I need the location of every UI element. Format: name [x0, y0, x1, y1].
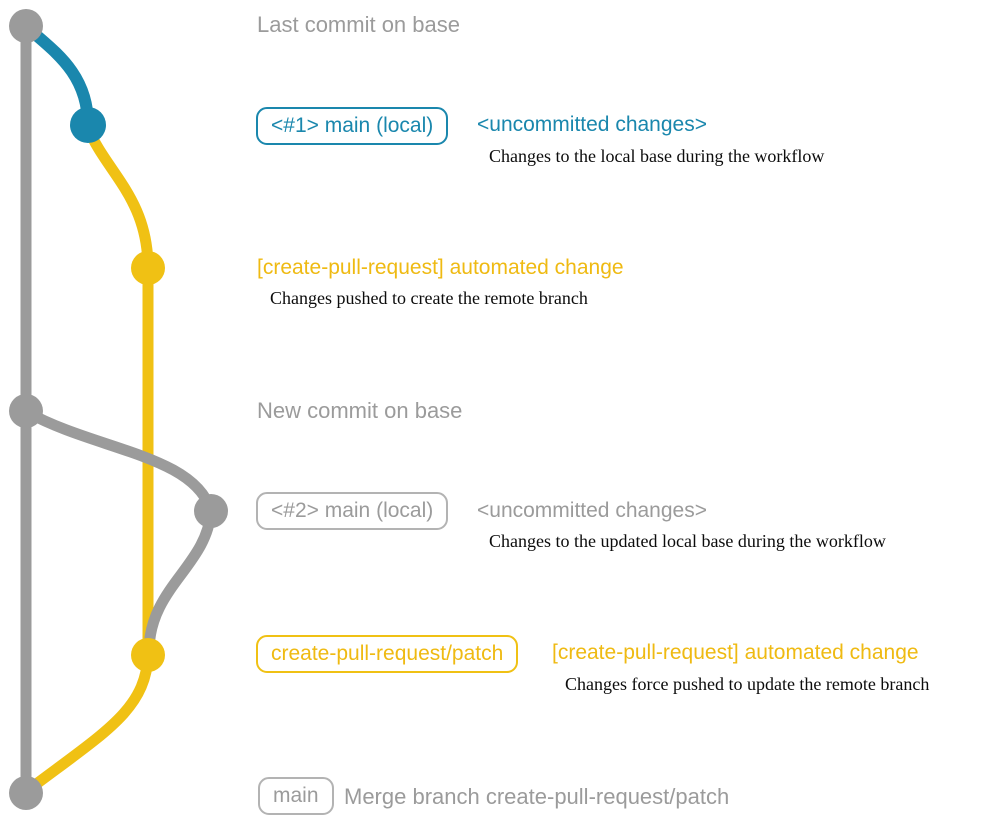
- branch-badge-main: main: [258, 777, 334, 815]
- base-update-edge-out: [21, 406, 217, 517]
- branch-badge-main-local-1: <#1> main (local): [256, 107, 449, 145]
- uncommitted-changes-desc-1: Changes to the local base during the wor…: [489, 146, 825, 166]
- automated-change-desc-1: Changes pushed to create the remote bran…: [270, 288, 588, 308]
- patch-branch-line: [82, 122, 154, 661]
- commit-local-1: [70, 107, 106, 143]
- commit-patch-2: [131, 638, 165, 672]
- commit-last-base: [9, 9, 43, 43]
- uncommitted-changes-desc-2: Changes to the updated local base during…: [489, 531, 886, 551]
- commit-local-2: [194, 494, 228, 528]
- commit-merge: [9, 776, 43, 810]
- commit-patch-1: [131, 251, 165, 285]
- automated-change-desc-2: Changes force pushed to update the remot…: [565, 674, 930, 694]
- merge-commit-message: Merge branch create-pull-request/patch: [344, 784, 730, 809]
- automated-change-title-2: [create-pull-request] automated change: [552, 641, 919, 664]
- branch-badge-main-local-2: <#2> main (local): [256, 492, 449, 530]
- note-last-commit-on-base: Last commit on base: [257, 12, 460, 37]
- note-new-commit-on-base: New commit on base: [257, 398, 463, 423]
- patch-merge-edge: [21, 649, 154, 797]
- automated-change-title-1: [create-pull-request] automated change: [257, 256, 624, 279]
- uncommitted-changes-title-2: <uncommitted changes>: [477, 499, 707, 522]
- commit-new-base: [9, 394, 43, 428]
- base-update-edge-in: [143, 505, 217, 656]
- branch-badge-patch: create-pull-request/patch: [256, 635, 519, 673]
- uncommitted-changes-title-1: <uncommitted changes>: [477, 113, 707, 136]
